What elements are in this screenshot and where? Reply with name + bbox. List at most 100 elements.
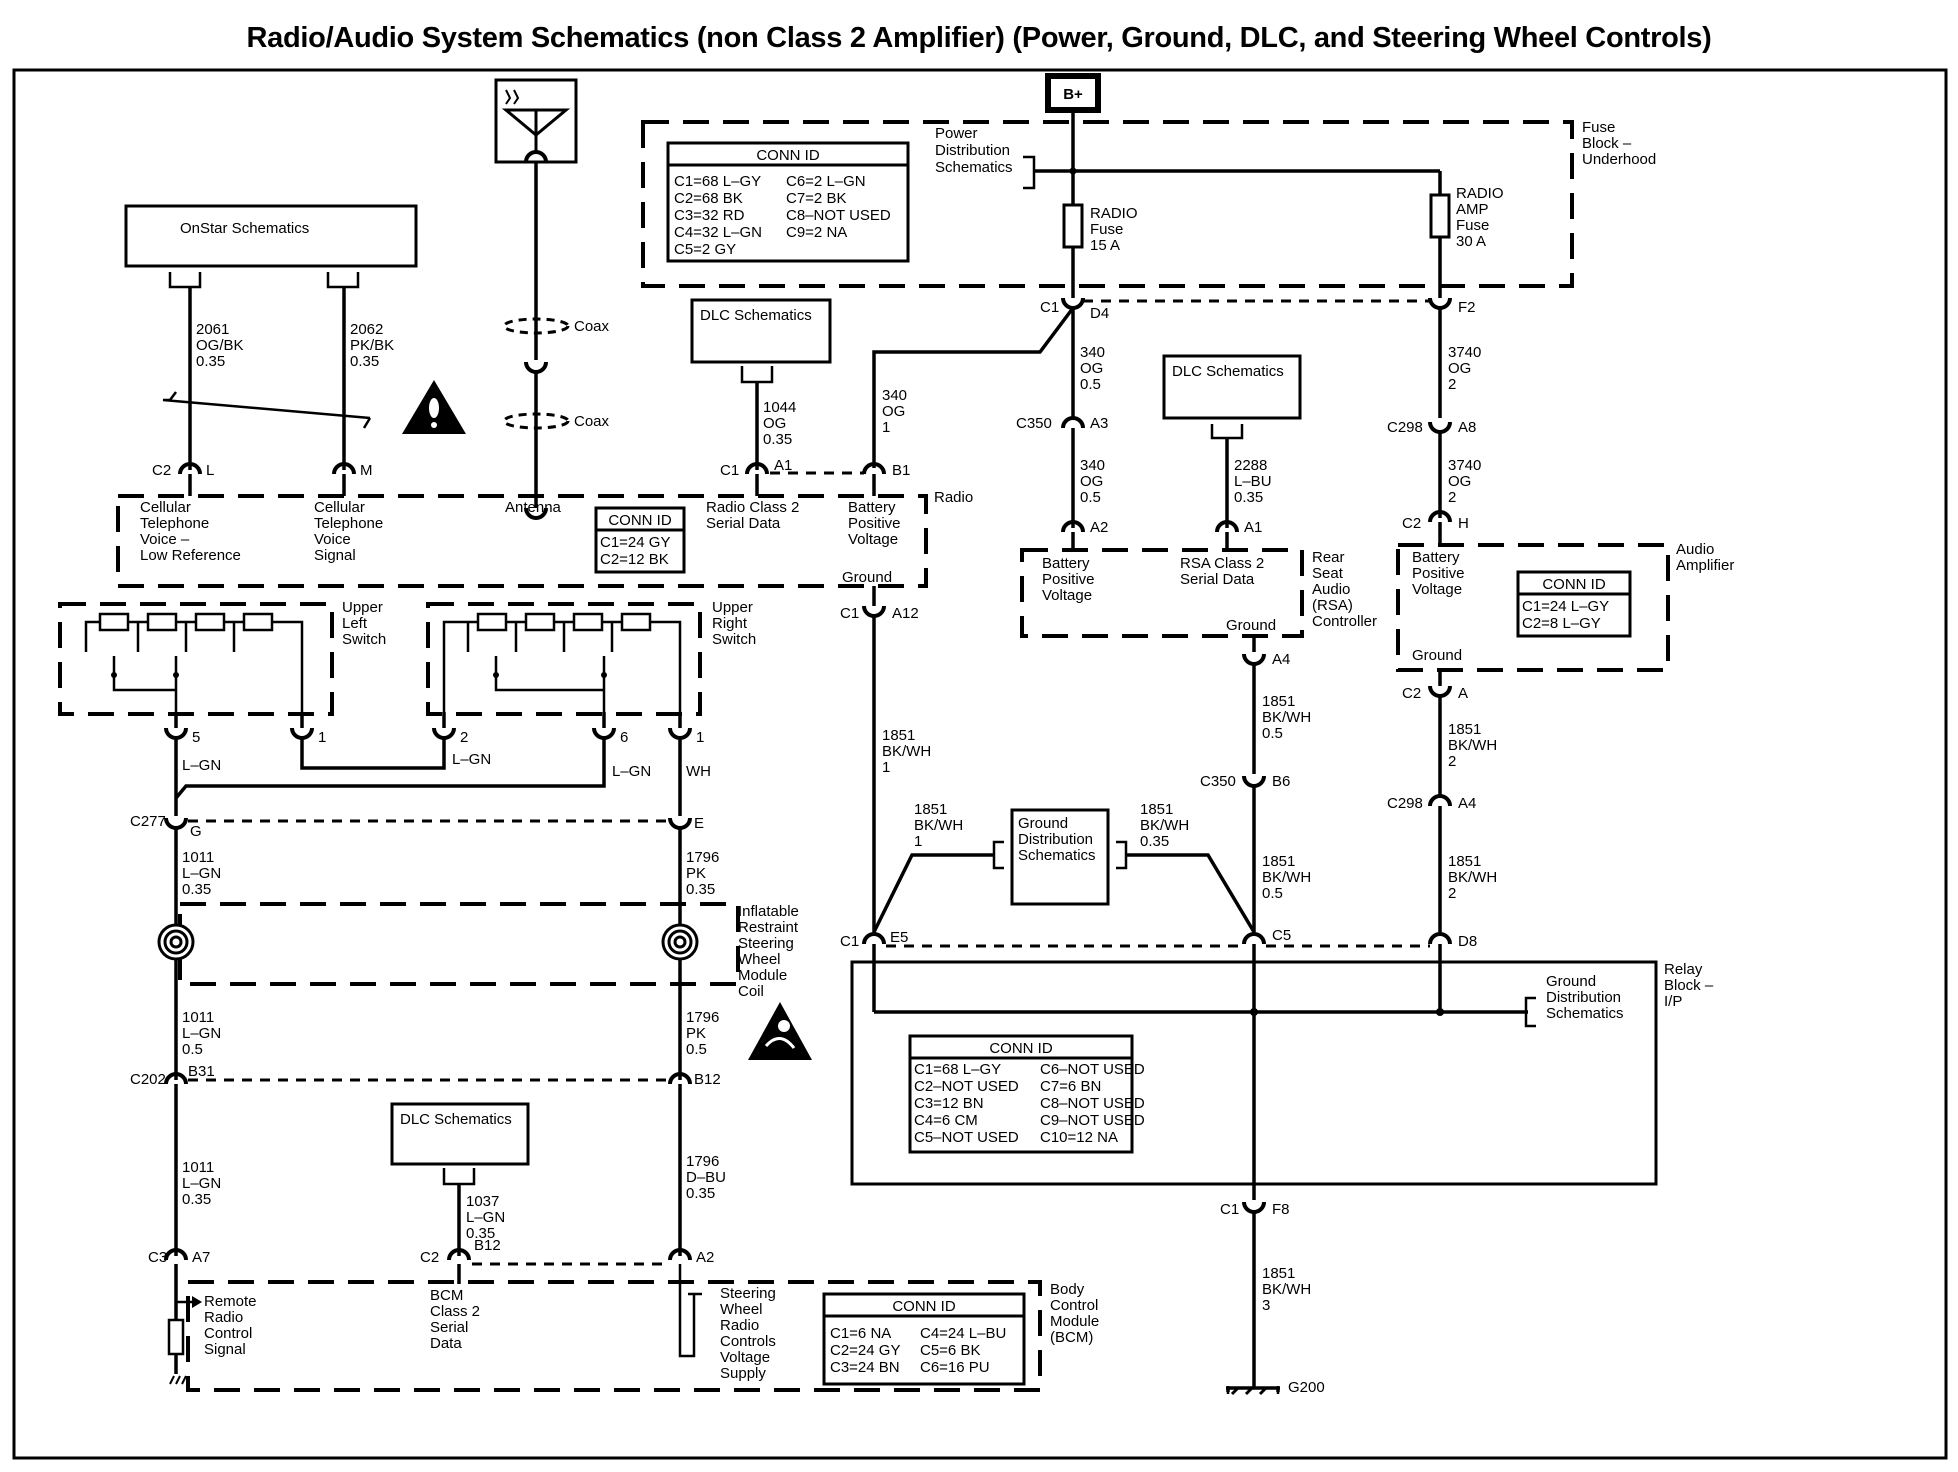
svg-text:Voltage: Voltage — [1042, 587, 1092, 604]
wire-label-1796-b: 1796 PK 0.5 — [686, 1009, 719, 1058]
svg-text:C3=32 RD: C3=32 RD — [674, 207, 745, 224]
coax-shield-1: Coax — [502, 317, 610, 335]
svg-text:H: H — [1458, 515, 1469, 532]
onstar-schematics-reference[interactable]: OnStar Schematics — [124, 204, 418, 268]
connector-c2-a: C2 A — [1402, 685, 1468, 702]
svg-text:0.35: 0.35 — [1140, 833, 1169, 850]
resistor-icon — [194, 612, 226, 632]
svg-text:C2: C2 — [1402, 685, 1421, 702]
dlc-schematics-reference-radio[interactable]: DLC Schematics — [690, 298, 832, 364]
amp-pin-ground: Ground — [1412, 647, 1462, 664]
resistor-icon — [98, 612, 130, 632]
svg-text:Serial Data: Serial Data — [706, 515, 781, 532]
svg-text:Voltage: Voltage — [1412, 581, 1462, 598]
svg-text:Fuse: Fuse — [1090, 221, 1123, 238]
svg-text:1851: 1851 — [882, 727, 915, 744]
svg-text:Audio: Audio — [1676, 541, 1714, 558]
svg-text:B1: B1 — [892, 462, 910, 479]
fuse-block-conn-id-table: CONN ID C1=68 L–GY C2=68 BK C3=32 RD C4=… — [666, 141, 910, 263]
svg-text:Distribution: Distribution — [1546, 989, 1621, 1006]
power-distribution-reference[interactable]: Power Distribution Schematics — [935, 125, 1073, 190]
svg-text:0.35: 0.35 — [686, 881, 715, 898]
svg-text:1: 1 — [318, 729, 326, 746]
ground-distribution-reference[interactable]: Ground Distribution Schematics — [1010, 808, 1110, 906]
connector-c1-a12: C1 A12 — [840, 605, 919, 622]
svg-text:Left: Left — [342, 615, 368, 632]
svg-text:Positive: Positive — [1412, 565, 1465, 582]
fuse-block-label: Fuse Block – Underhood — [1582, 119, 1656, 168]
svg-text:0.35: 0.35 — [350, 353, 379, 370]
svg-text:OG: OG — [882, 403, 905, 420]
svg-text:1011: 1011 — [182, 1159, 214, 1176]
svg-text:2: 2 — [460, 729, 468, 746]
svg-text:C2=8 L–GY: C2=8 L–GY — [1522, 615, 1601, 632]
coax-shield-2: Coax — [502, 412, 610, 430]
svg-text:C10=12 NA: C10=12 NA — [1040, 1129, 1118, 1146]
wire-label-2061: 2061 OG/BK 0.35 — [196, 321, 244, 370]
svg-text:Controls: Controls — [720, 1333, 776, 1350]
rsa-pin-ground: Ground — [1226, 617, 1276, 634]
connector-c298-a8: C298 A8 — [1387, 419, 1476, 436]
svg-text:RSA Class 2: RSA Class 2 — [1180, 555, 1264, 572]
wire-label-1044: 1044 OG 0.35 — [763, 399, 796, 448]
svg-text:1: 1 — [882, 419, 890, 436]
svg-text:OG: OG — [1080, 473, 1103, 490]
svg-text:1851: 1851 — [1140, 801, 1173, 818]
svg-text:1037: 1037 — [466, 1193, 499, 1210]
wire-label-340-og-a: 340 OG 0.5 — [1080, 344, 1105, 393]
svg-text:BK/WH: BK/WH — [1448, 737, 1497, 754]
svg-text:Telephone: Telephone — [140, 515, 209, 532]
svg-text:Coil: Coil — [738, 983, 764, 1000]
connector-a2-bcm: A2 — [668, 1248, 714, 1266]
svg-text:C4=6 CM: C4=6 CM — [914, 1112, 978, 1129]
svg-text:OG/BK: OG/BK — [196, 337, 244, 354]
radio-amp-fuse-label: RADIO AMP Fuse 30 A — [1456, 185, 1504, 250]
svg-text:C2: C2 — [420, 1249, 439, 1266]
svg-text:1011: 1011 — [182, 849, 214, 866]
dlc-schematics-reference-bcm[interactable]: DLC Schematics — [390, 1102, 530, 1166]
body-control-module: Body Control Module (BCM) Remote Radio C… — [167, 1264, 1099, 1392]
svg-text:0.35: 0.35 — [182, 881, 211, 898]
svg-text:Radio: Radio — [720, 1317, 759, 1334]
svg-text:Relay: Relay — [1664, 961, 1703, 978]
ground-symbol-icon: G200 — [1226, 1379, 1325, 1396]
svg-text:PK: PK — [686, 865, 706, 882]
svg-text:Amplifier: Amplifier — [1676, 557, 1734, 574]
upper-left-switch-label: Upper Left Switch — [342, 599, 386, 648]
svg-text:0.35: 0.35 — [763, 431, 792, 448]
svg-text:BK/WH: BK/WH — [1262, 1281, 1311, 1298]
coil-spiral-icon — [157, 923, 195, 961]
svg-text:Wheel: Wheel — [738, 951, 781, 968]
wire-switch-6 — [174, 736, 606, 800]
svg-text:RADIO: RADIO — [1456, 185, 1504, 202]
svg-text:A3: A3 — [1090, 415, 1108, 432]
svg-text:PK: PK — [686, 1025, 706, 1042]
svg-text:Switch: Switch — [712, 631, 756, 648]
svg-text:C3: C3 — [148, 1249, 167, 1266]
svg-text:Voice: Voice — [314, 531, 351, 548]
diagram-title: Radio/Audio System Schematics (non Class… — [246, 22, 1712, 54]
svg-text:Battery: Battery — [848, 499, 896, 516]
bcm-pin-serial: BCM Class 2 Serial Data — [430, 1287, 480, 1352]
svg-text:C5=2 GY: C5=2 GY — [674, 241, 736, 258]
wire-label-2288: 2288 L–BU 0.35 — [1234, 457, 1272, 506]
svg-text:1851: 1851 — [1262, 1265, 1295, 1282]
svg-text:C5=6 BK: C5=6 BK — [920, 1342, 980, 1359]
svg-text:1796: 1796 — [686, 1009, 719, 1026]
svg-text:BCM: BCM — [430, 1287, 463, 1304]
resistor-icon — [476, 612, 508, 632]
relay-ground-distribution-reference[interactable]: Ground Distribution Schematics — [1546, 973, 1624, 1022]
dlc-schematics-reference-rsa[interactable]: DLC Schematics — [1162, 354, 1302, 420]
svg-text:E5: E5 — [890, 929, 908, 946]
svg-text:PK/BK: PK/BK — [350, 337, 394, 354]
svg-text:Audio: Audio — [1312, 581, 1350, 598]
svg-text:BK/WH: BK/WH — [914, 817, 963, 834]
wire-label-1851-radio: 1851 BK/WH 1 — [882, 727, 931, 776]
svg-text:A2: A2 — [1090, 519, 1108, 536]
svg-text:BK/WH: BK/WH — [1262, 869, 1311, 886]
svg-text:C6–NOT USED: C6–NOT USED — [1040, 1061, 1145, 1078]
connector-m: M — [332, 462, 373, 479]
svg-text:340: 340 — [1080, 457, 1105, 474]
svg-text:F2: F2 — [1458, 299, 1476, 316]
coil-spiral-icon — [661, 923, 699, 961]
